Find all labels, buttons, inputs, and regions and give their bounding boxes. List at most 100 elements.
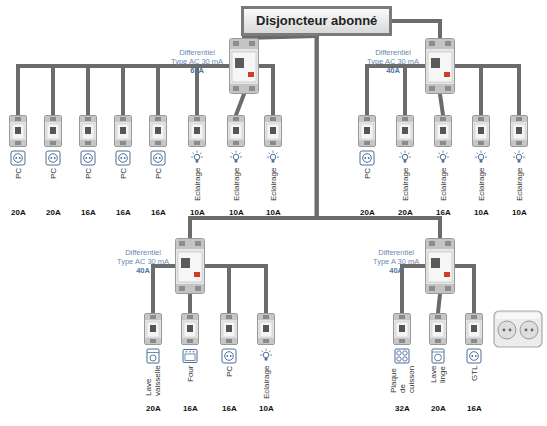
breaker-device: [429, 313, 447, 345]
circuit-breaker: PC20A: [9, 115, 27, 147]
circuit-icon: [115, 150, 131, 166]
differential-device: [425, 238, 455, 294]
circuit-icon: [359, 150, 375, 166]
breaker-device: [220, 313, 238, 345]
rating-label: 20A: [46, 208, 61, 217]
device-label: Differentiel: [367, 48, 419, 57]
circuit-breaker: Lave linge20A: [429, 313, 447, 345]
circuit-icon: [258, 348, 274, 364]
rating-label: 10A: [190, 208, 205, 217]
rating-label: 10A: [259, 404, 274, 413]
differential-breaker: DifferentielType A 30 mA40A: [425, 238, 455, 294]
socket-face: [520, 321, 538, 339]
socket-block: [494, 311, 542, 347]
rating-label: 10A: [229, 208, 244, 217]
rating-label: 16A: [116, 208, 131, 217]
rating-label: 40A: [373, 266, 419, 275]
differential-device: [229, 38, 259, 94]
circuit-icon: [150, 150, 166, 166]
circuit-label-holder: Eclairage: [232, 167, 241, 201]
rating-label: 40A: [367, 66, 419, 75]
feed-wire: [367, 66, 425, 115]
circuit-label-holder: PC: [14, 167, 23, 179]
device-label: Type AC 30 mA: [117, 257, 169, 266]
main-breaker-box: Disjoncteur abonné: [241, 6, 392, 36]
circuit-label-holder: Eclairage: [193, 167, 202, 201]
circuit-label: Eclairage: [193, 167, 202, 201]
breaker-device: [434, 115, 452, 147]
feed-wire: [455, 66, 519, 115]
differential-label: DifferentielType AC 30 mA40A: [117, 248, 169, 275]
circuit-breaker: PC16A: [79, 115, 97, 147]
breaker-device: [9, 115, 27, 147]
socket-highlight: [496, 313, 540, 319]
differential-breaker: DifferentielType AC 30 mA40A: [425, 38, 455, 94]
breaker-title: Disjoncteur abonné: [256, 13, 377, 29]
rating-label: 20A: [398, 208, 413, 217]
circuit-label-holder: Four: [186, 365, 195, 382]
feed-wire: [158, 66, 229, 115]
circuit-label-holder: Lave linge: [429, 365, 447, 383]
circuit-label-holder: Eclairage: [515, 167, 524, 201]
circuit-label: Eclairage: [515, 167, 524, 201]
feed-wire: [205, 266, 266, 313]
circuit-icon: [394, 348, 410, 364]
circuit-breaker: Lave vaisselle20A: [144, 313, 162, 345]
circuit-icon: [221, 348, 237, 364]
breaker-device: [44, 115, 62, 147]
circuit-label: Eclairage: [477, 167, 486, 201]
breaker-device: [188, 115, 206, 147]
rating-label: 32A: [395, 404, 410, 413]
device-label: Differentiel: [373, 248, 419, 257]
socket-housing: [494, 311, 542, 347]
circuit-label: Eclairage: [439, 167, 448, 201]
circuit-label: PC: [14, 167, 23, 179]
circuit-label: PC: [49, 167, 58, 179]
circuit-breaker: Plaque de cuisson32A: [393, 313, 411, 345]
breaker-device: [144, 313, 162, 345]
breaker-device: [257, 313, 275, 345]
device-label: Type A 30 mA: [373, 257, 419, 266]
breaker-device: [472, 115, 490, 147]
rating-label: 40A: [117, 266, 169, 275]
circuit-breaker: PC20A: [358, 115, 376, 147]
circuit-breaker: Four16A: [181, 313, 199, 345]
differential-label: DifferentielType A 30 mA40A: [373, 248, 419, 275]
feed-wire: [18, 66, 229, 115]
device-label: Differentiel: [171, 48, 223, 57]
rating-label: 10A: [474, 208, 489, 217]
breaker-device: [79, 115, 97, 147]
circuit-label-holder: PC: [363, 167, 372, 179]
differential-breaker: DifferentielType AC 30 mA40A: [175, 238, 205, 294]
circuit-label: GTL: [470, 365, 479, 381]
feed-wire: [455, 266, 474, 313]
differential-label: DifferentielType AC 30 mA63A: [171, 48, 223, 75]
feed-wire: [438, 294, 440, 313]
circuit-label-holder: PC: [119, 167, 128, 179]
device-label: Differentiel: [117, 248, 169, 257]
circuit-label: Lave linge: [429, 365, 447, 383]
circuit-icon: [430, 348, 446, 364]
feed-wire: [205, 266, 229, 313]
circuit-breaker: PC20A: [44, 115, 62, 147]
circuit-breaker: Eclairage10A: [264, 115, 282, 147]
breaker-device: [264, 115, 282, 147]
circuit-breaker: Eclairage10A: [510, 115, 528, 147]
feed-wire: [188, 294, 192, 313]
feed-wire: [405, 66, 425, 115]
circuit-icon: [265, 150, 281, 166]
circuit-breaker: Eclairage20A: [396, 115, 414, 147]
rating-label: 10A: [266, 208, 281, 217]
circuit-icon: [228, 150, 244, 166]
circuit-breaker: Eclairage10A: [227, 115, 245, 147]
feed-wire: [392, 21, 440, 38]
rating-label: 20A: [360, 208, 375, 217]
feed-wire: [440, 94, 443, 115]
rating-label: 16A: [467, 404, 482, 413]
rating-label: 20A: [146, 404, 161, 413]
circuit-icon: [511, 150, 527, 166]
feed-wire: [123, 66, 229, 115]
rating-label: 16A: [183, 404, 198, 413]
